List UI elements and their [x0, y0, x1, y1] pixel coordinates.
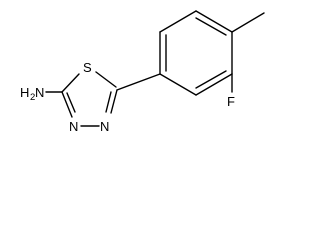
sulfur-label: S — [83, 60, 92, 75]
bond-c3-c4 — [195, 10, 233, 33]
bond-c5-c6 — [195, 73, 233, 96]
bond-c3-c4-inner — [195, 17, 227, 36]
ring-nitrogen-3-label: N — [69, 119, 78, 134]
amine-h-label: H — [20, 85, 29, 100]
bond-c5-c6-inner — [195, 70, 227, 89]
bond-c5-n4 — [110, 89, 118, 114]
bond-n3-c2 — [61, 91, 73, 118]
ring-nitrogen-4-label: N — [100, 119, 109, 134]
amine-subscript-label: 2 — [30, 92, 35, 103]
bond-ring-link — [116, 73, 161, 91]
benzene-ring-bonds — [159, 10, 233, 96]
chemical-structure-diagram: H 2 N S N N F — [20, 10, 265, 134]
bond-c6-c1 — [159, 73, 197, 96]
bond-n3-c2-double — [66, 92, 76, 113]
fluorine-label: F — [227, 94, 235, 109]
bond-c2-c3 — [159, 10, 197, 33]
bond-methyl — [231, 12, 265, 33]
bond-c2-s — [61, 73, 80, 93]
bond-c5-n4-double — [105, 91, 112, 113]
amine-n-label: N — [35, 85, 44, 100]
bond-s-c5 — [95, 71, 117, 88]
thiadiazole-ring-bonds — [61, 71, 118, 127]
